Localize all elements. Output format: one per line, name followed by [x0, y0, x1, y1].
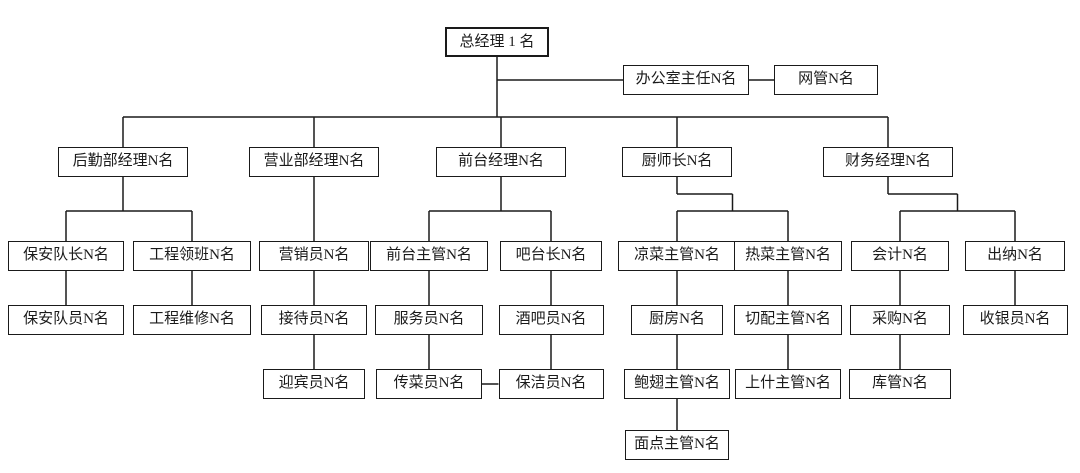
org-node-abalone-supervisor: 鲍翅主管N名 — [624, 369, 730, 399]
org-node-hot-dish-supervisor: 热菜主管N名 — [734, 241, 842, 271]
org-node-logistics-manager: 后勤部经理N名 — [58, 147, 188, 177]
org-node-accountant: 会计N名 — [851, 241, 949, 271]
org-node-marketing-staff: 营销员N名 — [259, 241, 369, 271]
org-node-engineering-maintenance: 工程维修N名 — [133, 305, 251, 335]
org-node-cutting-supervisor: 切配主管N名 — [734, 305, 842, 335]
org-node-warehouse-keeper: 库管N名 — [849, 369, 951, 399]
org-node-general-manager: 总经理 1 名 — [445, 27, 549, 57]
org-node-cashier: 出纳N名 — [965, 241, 1065, 271]
org-node-head-chef: 厨师长N名 — [622, 147, 732, 177]
org-node-pastry-supervisor: 面点主管N名 — [625, 430, 729, 460]
org-node-finance-manager: 财务经理N名 — [823, 147, 953, 177]
org-node-steaming-supervisor: 上什主管N名 — [735, 369, 841, 399]
org-node-food-runner: 传菜员N名 — [376, 369, 482, 399]
org-node-front-office-manager: 前台经理N名 — [436, 147, 566, 177]
org-node-greeter: 迎宾员N名 — [263, 369, 365, 399]
org-node-waiter: 服务员N名 — [375, 305, 483, 335]
org-node-front-desk-supervisor: 前台主管N名 — [370, 241, 488, 271]
org-node-bar-head: 吧台长N名 — [500, 241, 602, 271]
org-node-office-director: 办公室主任N名 — [623, 65, 749, 95]
org-node-cold-dish-supervisor: 凉菜主管N名 — [618, 241, 736, 271]
org-node-business-manager: 营业部经理N名 — [249, 147, 379, 177]
org-node-security-guard: 保安队员N名 — [8, 305, 124, 335]
org-node-cleaner: 保洁员N名 — [498, 369, 604, 399]
org-node-kitchen-staff: 厨房N名 — [631, 305, 723, 335]
org-node-checkout-cashier: 收银员N名 — [962, 305, 1068, 335]
org-node-security-captain: 保安队长N名 — [8, 241, 124, 271]
org-node-network-admin: 网管N名 — [774, 65, 878, 95]
org-node-purchasing: 采购N名 — [850, 305, 950, 335]
org-node-receptionist: 接待员N名 — [261, 305, 367, 335]
org-node-bartender: 酒吧员N名 — [498, 305, 604, 335]
org-node-engineering-foreman: 工程领班N名 — [133, 241, 251, 271]
